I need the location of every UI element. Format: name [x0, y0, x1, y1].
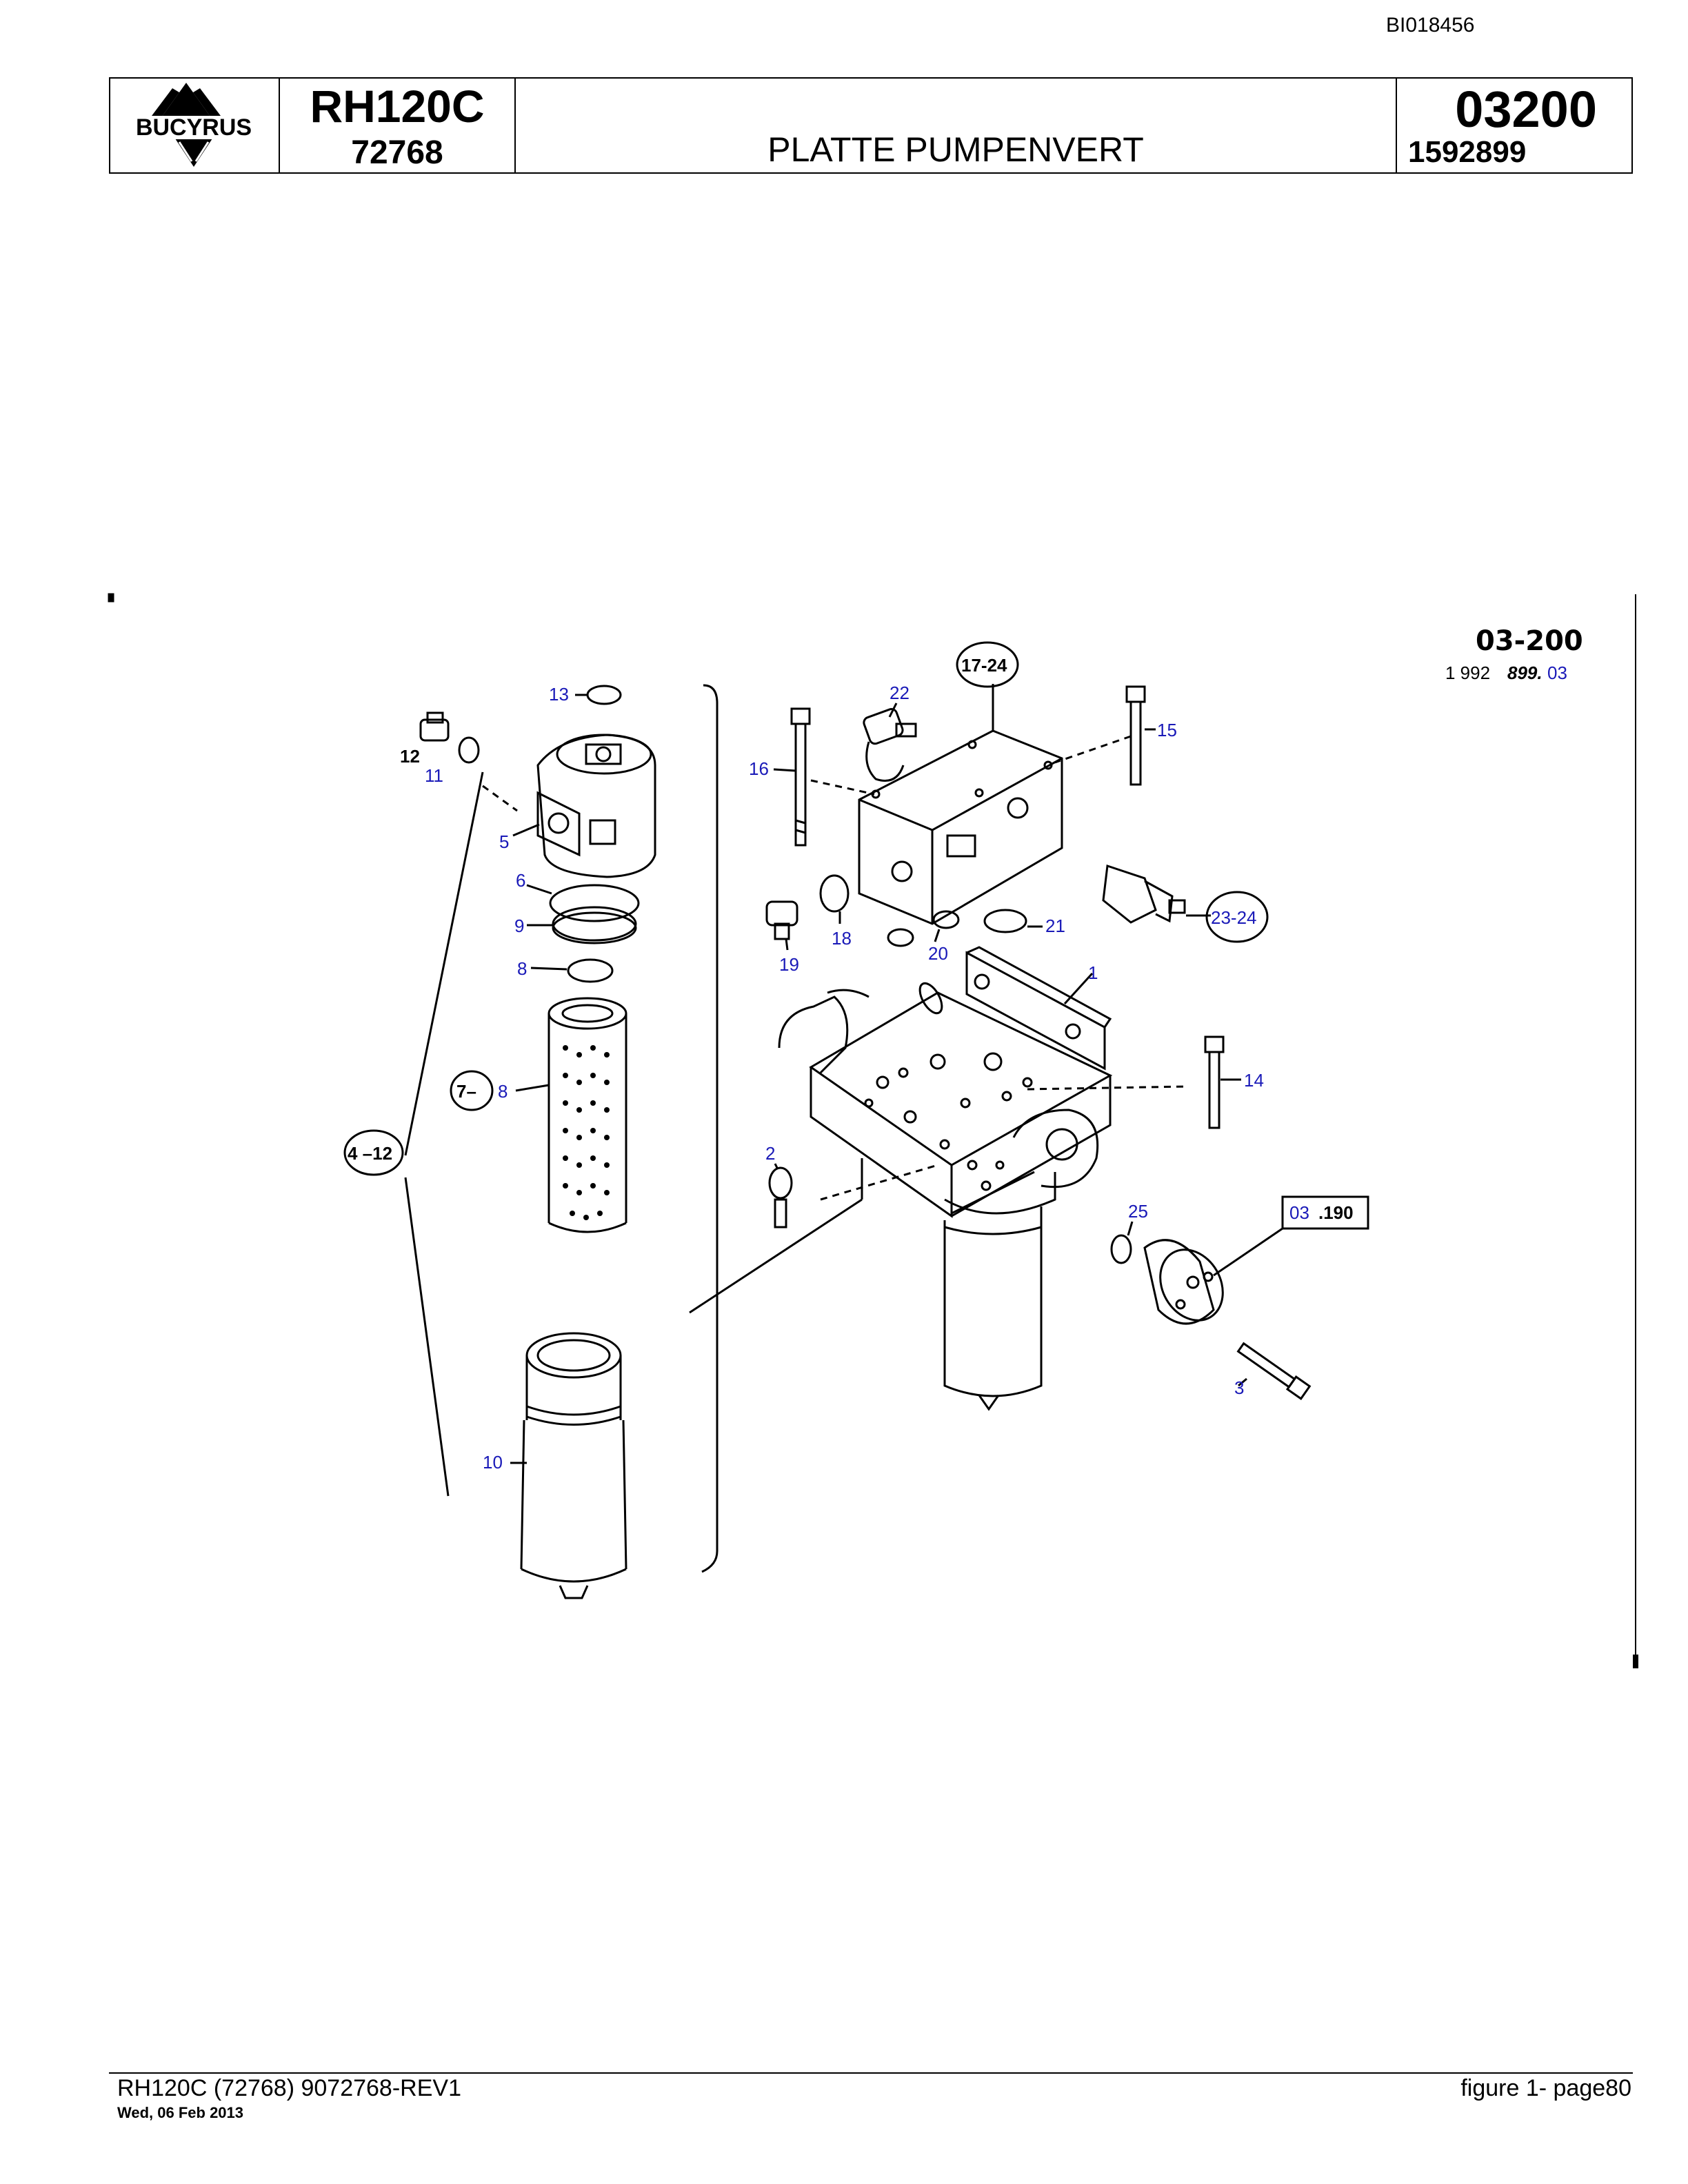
header-table: BUCYRUS RH120C 72768 PLATTE PUMPENVERT 0… — [109, 77, 1633, 174]
label-25: 25 — [1128, 1201, 1148, 1222]
ref-code: 03-200 — [1476, 625, 1583, 657]
ring-6 — [549, 884, 640, 922]
filter-element — [547, 997, 627, 1233]
callout-7-8-suffix: 8 — [498, 1081, 508, 1102]
label-19: 19 — [779, 954, 799, 975]
bolt-14 — [1204, 1035, 1225, 1129]
ref-sub-suffix: 03 — [1547, 663, 1567, 683]
oring-20b — [932, 910, 960, 929]
valve-block — [858, 729, 1063, 925]
adapter-03-190 — [1143, 1239, 1224, 1325]
ring-9 — [552, 906, 637, 942]
footer-page: figure 1- page80 — [1460, 2075, 1631, 2101]
label-11: 11 — [425, 765, 443, 786]
plug-19 — [765, 900, 798, 940]
code-cell: 03200 1592899 — [1397, 79, 1631, 172]
page-title: PLATTE PUMPENVERT — [767, 130, 1144, 169]
label-13: 13 — [549, 684, 569, 705]
oring-21 — [983, 909, 1027, 933]
group-brace — [701, 684, 719, 1573]
label-18: 18 — [832, 928, 852, 949]
callout-circle-4-12 — [343, 1129, 404, 1176]
filter-bowl-10 — [520, 1332, 627, 1599]
callout-17-24: 17-24 — [961, 655, 1007, 676]
label-3: 3 — [1234, 1377, 1244, 1398]
ref-sub-bold: 899. — [1507, 663, 1543, 683]
group-code: 03200 — [1455, 81, 1597, 138]
label-14: 14 — [1244, 1070, 1264, 1091]
svg-text:BUCYRUS: BUCYRUS — [136, 114, 252, 141]
oring-13 — [586, 685, 622, 705]
eye-bolt-2 — [768, 1166, 793, 1228]
label-2: 2 — [765, 1143, 775, 1164]
model-cell: RH120C 72768 — [280, 79, 516, 172]
logo-cell: BUCYRUS — [110, 79, 280, 172]
callout-23-24: 23-24 — [1211, 907, 1257, 928]
label-5: 5 — [499, 831, 509, 852]
oring-20a — [887, 928, 914, 947]
filter-head-5 — [536, 734, 656, 878]
callout-circle-17-24 — [956, 641, 1019, 688]
bolt-15 — [1125, 685, 1146, 786]
crossref-suffix: .190 — [1318, 1202, 1354, 1223]
bracket-line-lower — [404, 1177, 450, 1497]
bolt-16 — [790, 707, 811, 847]
model-name: RH120C — [310, 81, 485, 132]
oring-25 — [1110, 1234, 1132, 1264]
callout-circle-23-24 — [1205, 891, 1269, 943]
callout-7-8-prefix: 7– — [456, 1081, 476, 1102]
crossref-box — [1281, 1195, 1369, 1230]
plug-12 — [419, 711, 450, 742]
label-1: 1 — [1088, 962, 1098, 983]
oring-8 — [567, 958, 614, 983]
model-number: 72768 — [351, 134, 443, 171]
label-6: 6 — [516, 870, 525, 891]
title-cell: PLATTE PUMPENVERT — [516, 79, 1397, 172]
footer-divider — [109, 2072, 1633, 2074]
label-12: 12 — [400, 746, 420, 767]
crossref-prefix: 03 — [1289, 1202, 1309, 1223]
callout-circle-7-8 — [450, 1070, 494, 1111]
cartridge-valve-23-24 — [1102, 864, 1186, 924]
label-22: 22 — [890, 682, 910, 703]
callout-4-12: 4 –12 — [348, 1143, 392, 1164]
label-21: 21 — [1045, 916, 1065, 936]
label-16: 16 — [749, 758, 769, 779]
label-9: 9 — [514, 916, 524, 936]
document-id: BI018456 — [1386, 14, 1475, 37]
part-number: 1592899 — [1408, 135, 1527, 169]
ref-sub-prefix: 1 992 — [1445, 663, 1490, 683]
bucyrus-logo: BUCYRUS — [114, 83, 274, 167]
label-10: 10 — [483, 1452, 503, 1473]
bracket-line-upper — [404, 771, 484, 1156]
manifold-block-1 — [778, 946, 1113, 1411]
label-15: 15 — [1157, 720, 1177, 740]
washer-11 — [458, 736, 480, 764]
screw-3 — [1236, 1342, 1312, 1400]
connector-22 — [863, 708, 917, 782]
filter-perforations — [563, 1045, 610, 1220]
label-20: 20 — [928, 943, 948, 964]
footer-date: Wed, 06 Feb 2013 — [117, 2104, 244, 2121]
label-8: 8 — [517, 958, 527, 979]
footer-doc-ref: RH120C (72768) 9072768-REV1 — [117, 2075, 461, 2101]
washer-18 — [819, 874, 850, 913]
